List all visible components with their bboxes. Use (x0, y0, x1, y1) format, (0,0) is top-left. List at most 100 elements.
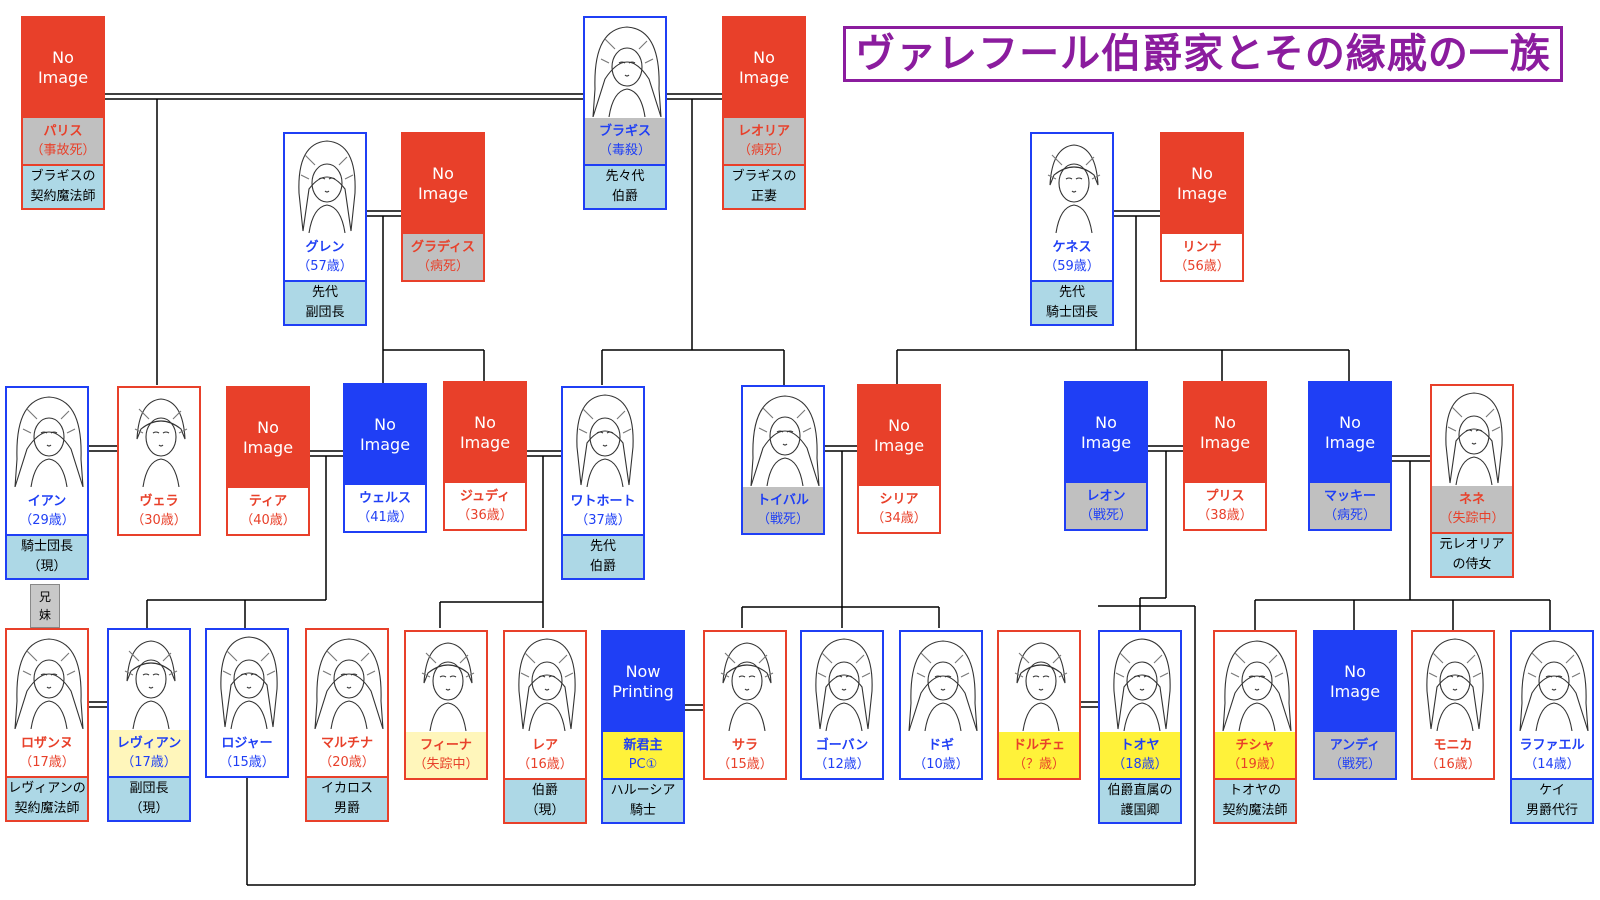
portrait-sketch-icon (901, 632, 981, 732)
character-status: （17歳） (121, 755, 177, 770)
name-block: ワトホート （37歳） (563, 488, 643, 534)
name-block: チシャ（19歳） (1215, 732, 1295, 778)
name-block: ドギ（10歳） (901, 732, 981, 778)
card-frame: ラファエル（14歳） (1510, 630, 1594, 780)
no-image-placeholder: No Image (345, 385, 425, 485)
portrait-sketch-icon (7, 388, 87, 488)
character-name: アンディ (1329, 738, 1381, 753)
character-status: （17歳） (19, 755, 75, 770)
card-frame: ドルチェ（？歳） (997, 630, 1081, 780)
character-name: ロジャー (221, 736, 273, 751)
character-name: ウェルス (358, 491, 411, 506)
card-frame: サラ（15歳） (703, 630, 787, 780)
character-name: モニカ (1433, 738, 1473, 753)
card-frame: イアン（29歳） (5, 386, 89, 536)
character-role: イカロス 男爵 (305, 776, 389, 822)
portrait-sketch-icon (705, 632, 785, 732)
character-role: ブラギスの 契約魔法師 (21, 164, 105, 210)
character-name: ワトホート (570, 494, 636, 509)
character-name: ティア (248, 494, 288, 509)
character-status: PC① (628, 757, 658, 772)
card-glen: グレン（57歳）先代 副団長 (283, 132, 367, 326)
character-name: ジュディ (459, 489, 511, 504)
character-role: 元レオリア の侍女 (1430, 532, 1514, 578)
character-name: シリア (879, 492, 919, 507)
character-status: （病死） (416, 259, 469, 274)
character-status: （15歳） (717, 757, 773, 772)
card-ian: イアン（29歳）騎士団長 （現） (5, 386, 89, 580)
portrait-sketch-icon (406, 632, 486, 732)
name-block: パリス （事故死） (23, 118, 103, 164)
card-frame: チシャ（19歳） (1213, 630, 1297, 780)
name-block: プリス（38歳） (1185, 483, 1265, 529)
card-frame: トオヤ（18歳） (1098, 630, 1182, 780)
page-title: ヴァレフール伯爵家とその縁戚の一族 (843, 26, 1563, 82)
name-block: ジュディ（36歳） (445, 483, 525, 529)
character-status: （57歳） (297, 259, 353, 274)
character-status: （16歳） (517, 757, 573, 772)
character-status: （病死） (737, 143, 790, 158)
character-name: ケネス (1052, 240, 1092, 255)
card-vera: ヴェラ （30歳） (117, 386, 201, 536)
character-name: マルチナ (320, 736, 373, 751)
name-block: グレン（57歳） (285, 234, 365, 280)
card-goban: ゴーバン（12歳） (800, 630, 884, 780)
character-role: 騎士団長 （現） (5, 534, 89, 580)
character-status: （事故死） (30, 143, 96, 158)
character-status: （34歳） (871, 511, 927, 526)
sibling-label: 兄 妹 (30, 584, 60, 628)
character-status: （？歳） (1012, 757, 1065, 772)
character-name: パリス (43, 124, 83, 139)
character-name: ゴーバン (815, 738, 869, 753)
character-status: （56歳） (1174, 259, 1230, 274)
card-sara: サラ（15歳） (703, 630, 787, 780)
character-status: （20歳） (319, 755, 375, 770)
card-frame: ヴェラ （30歳） (117, 386, 201, 536)
character-status: （59歳） (1044, 259, 1100, 274)
name-block: マッキー（病死） (1310, 483, 1390, 529)
name-block: ティア（40歳） (228, 488, 308, 534)
character-status: （37歳） (575, 513, 631, 528)
no-image-placeholder: No Image (403, 134, 483, 234)
no-image-placeholder: No Image (23, 18, 103, 118)
portrait-sketch-icon (7, 630, 87, 730)
no-image-placeholder: No Image (445, 383, 525, 483)
character-name: フィーナ (420, 738, 472, 753)
no-image-placeholder: No Image (1066, 383, 1146, 483)
portrait-sketch-icon (1432, 386, 1512, 486)
card-frame: ドギ（10歳） (899, 630, 983, 780)
no-image-placeholder: No Image (1315, 632, 1395, 732)
character-name: プリス (1205, 489, 1245, 504)
portrait-sketch-icon (743, 387, 823, 487)
name-block: アンディ（戦死） (1315, 732, 1395, 778)
portrait-sketch-icon (285, 134, 365, 234)
name-block: マルチナ （20歳） (307, 730, 387, 776)
character-name: 新君主 (623, 738, 663, 753)
character-name: レア (531, 738, 558, 753)
character-name: イアン (27, 494, 67, 509)
card-monica: モニカ（16歳） (1411, 630, 1495, 780)
character-status: （14歳） (1524, 757, 1580, 772)
name-block: ゴーバン（12歳） (802, 732, 882, 778)
character-name: ヴェラ (139, 494, 179, 509)
name-block: イアン（29歳） (7, 488, 87, 534)
name-block: フィーナ（失踪中） (406, 732, 486, 778)
name-block: ウェルス（41歳） (345, 485, 425, 531)
character-status: （30歳） (131, 513, 187, 528)
character-role: 先代 伯爵 (561, 534, 645, 580)
portrait-sketch-icon (563, 388, 643, 488)
card-dolce: ドルチェ（？歳） (997, 630, 1081, 780)
character-role: ケイ 男爵代行 (1510, 778, 1594, 824)
portrait-sketch-icon (1100, 632, 1180, 732)
